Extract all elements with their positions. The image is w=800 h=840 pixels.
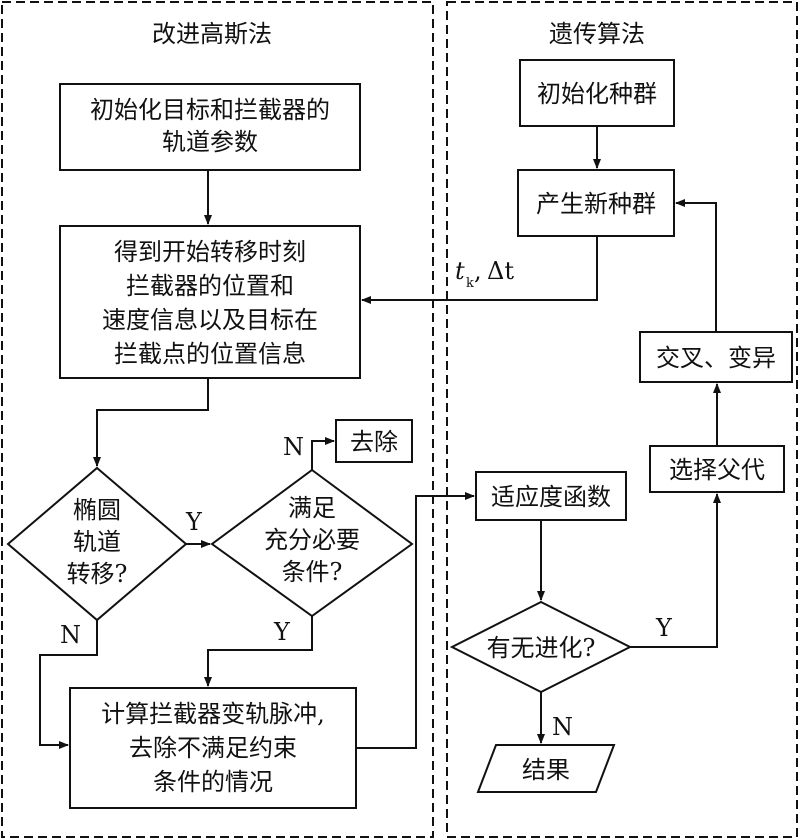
ellipse-yes-label: Y: [185, 508, 203, 536]
arrow-condition-no-remove: [311, 437, 335, 470]
arrow-ellipse-no: [39, 620, 98, 749]
transfer-info-line-1: 得到开始转移时刻: [114, 238, 306, 266]
arrow-evolve-yes: [630, 493, 721, 648]
init-population-box: 初始化种群: [519, 59, 675, 127]
arrow-pulse-to-fitness: [356, 492, 475, 749]
evolve-decision: 有无进化?: [449, 600, 633, 694]
fitness-function-box: 适应度函数: [475, 471, 627, 521]
transfer-info-line-2: 拦截器的位置和: [126, 272, 294, 300]
delta-t: Δt: [487, 257, 514, 285]
remove-box: 去除: [335, 419, 413, 463]
remove-box-label: 去除: [350, 428, 398, 456]
transfer-info-line-3: 速度信息以及目标在: [102, 306, 318, 334]
select-parent-box: 选择父代: [649, 445, 785, 493]
ellipse-decision-line-2: 轨道: [73, 528, 121, 556]
select-parent-label: 选择父代: [669, 456, 765, 484]
transfer-info-line-4: 拦截点的位置信息: [114, 340, 306, 368]
evolve-no-label: N: [552, 713, 573, 741]
compute-pulse-line-3: 条件的情况: [153, 768, 273, 796]
ellipse-decision-line-1: 椭圆: [73, 496, 121, 524]
result-box: 结果: [476, 744, 616, 793]
ellipse-no-label: N: [60, 621, 81, 649]
tk-dt-annotation: t k , Δt: [455, 257, 514, 291]
new-population-label: 产生新种群: [536, 190, 656, 218]
left-panel-title: 改进高斯法: [152, 20, 272, 48]
t-var: t: [455, 257, 465, 285]
transfer-info-box: 得到开始转移时刻 拦截器的位置和 速度信息以及目标在 拦截点的位置信息: [59, 225, 361, 379]
new-population-box: 产生新种群: [517, 169, 675, 237]
arrow-crossover-to-newpop: [675, 199, 717, 332]
init-orbit-box: 初始化目标和拦截器的 轨道参数: [59, 83, 361, 171]
compute-pulse-line-2: 去除不满足约束: [129, 734, 297, 762]
t-subscript: k: [466, 276, 474, 291]
left-panel: [1, 1, 434, 838]
evolve-decision-label: 有无进化?: [487, 634, 596, 662]
arrow-newpop-to-transfer: [361, 236, 598, 304]
right-panel-title: 遗传算法: [549, 20, 645, 48]
condition-decision: 满足 充分必要 条件?: [210, 468, 414, 618]
crossover-mutation-box: 交叉、变异: [639, 331, 793, 383]
init-orbit-line-1: 初始化目标和拦截器的: [90, 96, 330, 124]
right-panel: [446, 1, 798, 838]
result-label: 结果: [522, 756, 570, 784]
ellipse-transfer-decision: 椭圆 轨道 转移?: [6, 466, 188, 622]
compute-pulse-box: 计算拦截器变轨脉冲, 去除不满足约束 条件的情况: [69, 687, 357, 809]
ellipse-decision-line-3: 转移?: [67, 560, 128, 588]
arrow-condition-yes: [204, 616, 313, 687]
init-orbit-line-2: 轨道参数: [162, 128, 258, 156]
init-population-label: 初始化种群: [537, 80, 657, 108]
crossover-mutation-label: 交叉、变异: [656, 344, 776, 372]
condition-no-label: N: [283, 433, 304, 461]
fitness-function-label: 适应度函数: [491, 483, 611, 511]
condition-decision-line-3: 条件?: [282, 558, 343, 586]
condition-decision-line-1: 满足: [288, 494, 336, 522]
condition-decision-line-2: 充分必要: [264, 526, 360, 554]
evolve-yes-label: Y: [655, 614, 673, 642]
annotation-comma: ,: [474, 257, 482, 285]
compute-pulse-line-1: 计算拦截器变轨脉冲,: [101, 700, 325, 728]
arrow-transfer-to-ellipse: [93, 378, 209, 467]
condition-yes-label: Y: [273, 618, 291, 646]
